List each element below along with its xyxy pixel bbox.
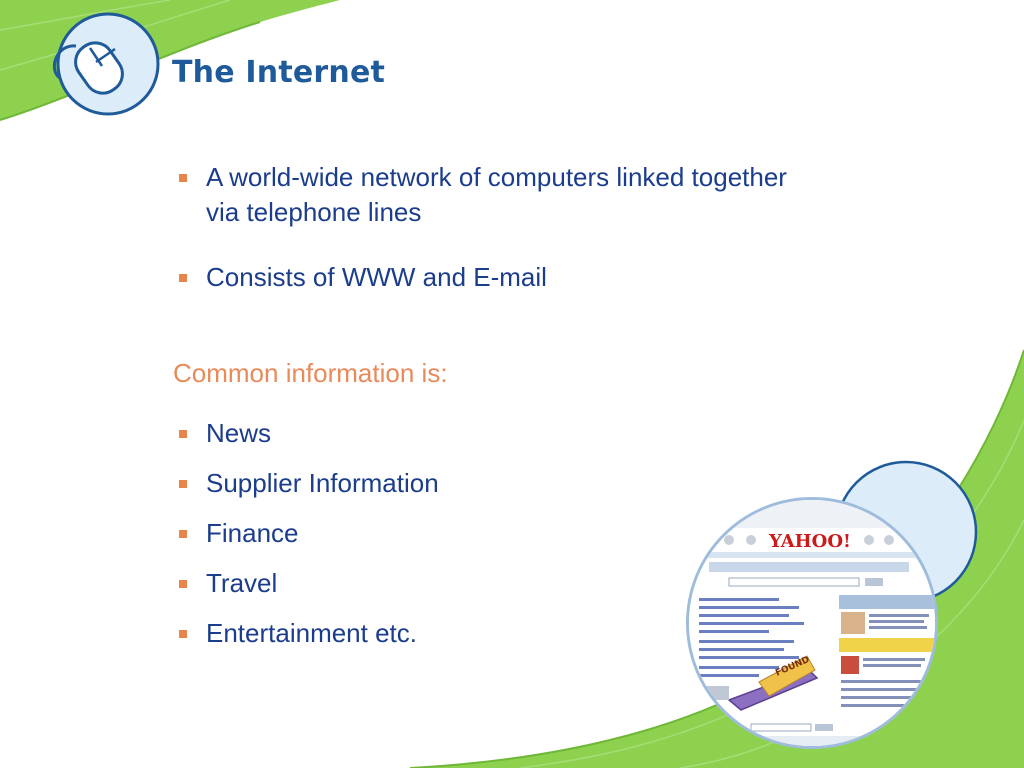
bullet-item: Consists of WWW and E-mail [176,260,796,295]
info-bullet-list: News Supplier Information Finance Travel… [176,416,596,666]
bullet-marker [179,274,187,282]
info-item: Entertainment etc. [176,616,596,651]
bullet-item: A world-wide network of computers linked… [176,160,796,230]
bullet-marker [179,174,187,182]
info-item: News [176,416,596,451]
info-item: Travel [176,566,596,601]
info-item: Supplier Information [176,466,596,501]
subheading: Common information is: [173,358,448,388]
web-page-screenshot: YAHOO! [686,497,938,749]
bullet-marker [179,430,187,438]
slide-title: The Internet [172,55,386,90]
main-bullet-list: A world-wide network of computers linked… [176,160,796,325]
computer-mouse-icon [53,12,160,116]
bullet-marker [179,580,187,588]
yahoo-logo: YAHOO! [768,531,851,552]
bullet-marker [179,480,187,488]
found-badge: FOUND [727,655,819,711]
bullet-marker [179,530,187,538]
bullet-marker [179,630,187,638]
info-item: Finance [176,516,596,551]
web-page-image: YAHOO! [689,500,935,746]
